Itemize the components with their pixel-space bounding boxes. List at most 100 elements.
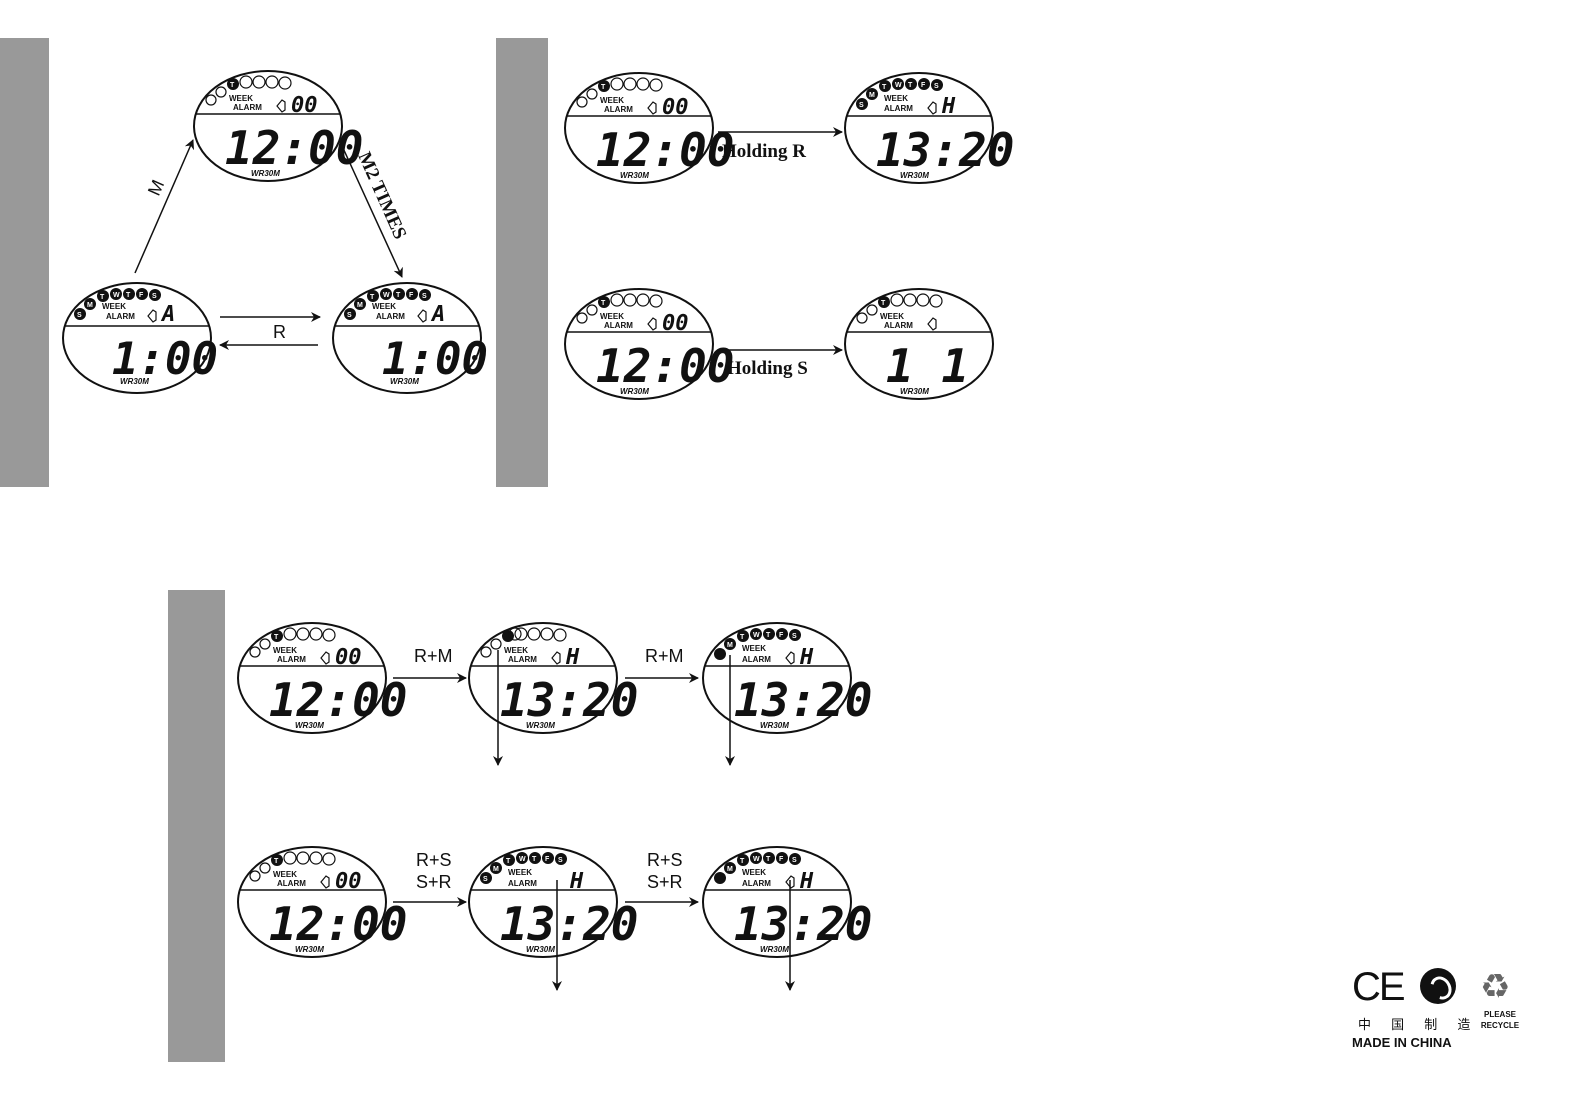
svg-text:W: W bbox=[895, 82, 902, 89]
alarm-label: ALARM bbox=[277, 655, 306, 664]
made-in-china: MADE IN CHINA bbox=[1352, 1035, 1452, 1050]
small-digits: H bbox=[799, 869, 814, 894]
model-label: WR30M bbox=[295, 945, 324, 954]
small-digits: 00 bbox=[662, 95, 689, 120]
time-display: 1 1 bbox=[886, 339, 969, 393]
svg-text:T: T bbox=[740, 858, 745, 865]
week-label: WEEK bbox=[600, 312, 624, 321]
d1-arrow-m2 bbox=[342, 147, 403, 278]
week-label: WEEK bbox=[273, 646, 297, 655]
time-display: 13:20 bbox=[734, 673, 872, 727]
small-digits: H bbox=[941, 94, 956, 119]
d3-row2-watch-1: T WEEK ALARM 00 12:00 WR30M bbox=[237, 846, 407, 958]
svg-text:S: S bbox=[792, 633, 797, 640]
svg-text:M: M bbox=[357, 302, 363, 309]
d3-row2-label-2b: S+R bbox=[647, 872, 683, 892]
day-letter: T bbox=[230, 82, 235, 89]
d3-row1-label-1: R+M bbox=[414, 646, 453, 666]
alarm-label: ALARM bbox=[508, 655, 537, 664]
model-label: WR30M bbox=[120, 377, 149, 386]
week-label: WEEK bbox=[884, 94, 908, 103]
model-label: WR30M bbox=[620, 171, 649, 180]
recycle-icon: ♻ bbox=[1480, 967, 1511, 1007]
week-label: WEEK bbox=[508, 868, 532, 877]
alarm-label: ALARM bbox=[277, 879, 306, 888]
svg-text:T: T bbox=[882, 84, 887, 91]
model-label: WR30M bbox=[526, 721, 555, 730]
svg-text:M: M bbox=[493, 866, 499, 873]
svg-text:F: F bbox=[409, 292, 414, 299]
week-label: WEEK bbox=[102, 302, 126, 311]
alarm-label: ALARM bbox=[742, 879, 771, 888]
time-display: 1:00 bbox=[382, 334, 488, 385]
d2-row2-watch-before: T WEEK ALARM 00 12:00 WR30M bbox=[564, 288, 734, 400]
d1-arrow-m bbox=[134, 139, 194, 274]
svg-text:F: F bbox=[139, 292, 144, 299]
model-label: WR30M bbox=[900, 387, 929, 396]
week-label: WEEK bbox=[273, 870, 297, 879]
time-display: 1:00 bbox=[112, 334, 218, 385]
small-digits: H bbox=[569, 869, 584, 894]
alarm-label: ALARM bbox=[604, 321, 633, 330]
week-label: WEEK bbox=[504, 646, 528, 655]
svg-text:S: S bbox=[859, 102, 864, 109]
svg-text:W: W bbox=[383, 292, 390, 299]
model-label: WR30M bbox=[390, 377, 419, 386]
svg-text:S: S bbox=[558, 857, 563, 864]
svg-text:S: S bbox=[152, 293, 157, 300]
section-bar-1 bbox=[0, 38, 49, 487]
small-digits: A bbox=[430, 302, 445, 327]
svg-text:T: T bbox=[506, 858, 511, 865]
svg-text:S: S bbox=[347, 312, 352, 319]
time-display: 12:00 bbox=[596, 123, 734, 177]
small-digits: H bbox=[799, 645, 814, 670]
svg-text:S: S bbox=[934, 83, 939, 90]
svg-text:T: T bbox=[126, 292, 131, 299]
model-label: WR30M bbox=[900, 171, 929, 180]
svg-text:W: W bbox=[113, 292, 120, 299]
model-label: WR30M bbox=[526, 945, 555, 954]
svg-text:T: T bbox=[601, 84, 606, 91]
please-label: PLEASE bbox=[1483, 1010, 1516, 1019]
d2-row1-watch-after: S M T W T F S WEEK ALARM H 13:20 WR30M bbox=[844, 72, 1014, 184]
svg-text:T: T bbox=[908, 82, 913, 89]
svg-text:M: M bbox=[869, 92, 875, 99]
please-recycle: PLEASE RECYCLE bbox=[1474, 1009, 1526, 1031]
week-label: WEEK bbox=[229, 94, 253, 103]
week-label: WEEK bbox=[742, 868, 766, 877]
svg-text:S: S bbox=[483, 876, 488, 883]
alarm-label: ALARM bbox=[884, 104, 913, 113]
week-label: WEEK bbox=[372, 302, 396, 311]
d3-row1-watch-2: WEEK ALARM H 13:20 WR30M bbox=[468, 622, 638, 734]
d1-watch-right: S M T W T F S WEEK ALARM A 1:00 WR30M bbox=[332, 282, 488, 394]
d2-row1-watch-before: T WEEK ALARM 00 12:00 WR30M bbox=[564, 72, 734, 184]
time-display: 13:20 bbox=[734, 897, 872, 951]
d1-watch-top: T WEEK ALARM 00 12:00 WR30M bbox=[193, 70, 363, 182]
d3-row2-label-2a: R+S bbox=[647, 850, 683, 870]
svg-text:F: F bbox=[545, 856, 550, 863]
week-label: WEEK bbox=[600, 96, 624, 105]
svg-text:W: W bbox=[753, 632, 760, 639]
alarm-label: ALARM bbox=[106, 312, 135, 321]
d1-label-m2: M2 TIMES bbox=[353, 149, 410, 243]
alarm-label: ALARM bbox=[884, 321, 913, 330]
svg-text:T: T bbox=[740, 634, 745, 641]
svg-text:M: M bbox=[87, 302, 93, 309]
svg-text:T: T bbox=[100, 294, 105, 301]
ce-mark: CE bbox=[1352, 965, 1406, 1009]
model-label: WR30M bbox=[760, 721, 789, 730]
svg-text:T: T bbox=[274, 634, 279, 641]
small-digits: H bbox=[565, 645, 580, 670]
compliance-logos: CE ♻ 中 国 制 造 MADE IN CHINA PLEASE RECYCL… bbox=[1348, 965, 1528, 1055]
time-display: 12:00 bbox=[225, 121, 363, 175]
section-bar-3 bbox=[168, 590, 225, 1062]
time-display: 13:20 bbox=[500, 673, 638, 727]
time-display: 12:00 bbox=[269, 673, 407, 727]
made-in-china-cn: 中 国 制 造 bbox=[1358, 1018, 1479, 1033]
svg-text:T: T bbox=[766, 632, 771, 639]
green-dot-icon bbox=[1420, 968, 1456, 1004]
alarm-label: ALARM bbox=[604, 105, 633, 114]
d2-row2-watch-after: T WEEK ALARM 1 1 WR30M bbox=[844, 288, 994, 400]
svg-text:T: T bbox=[881, 300, 886, 307]
